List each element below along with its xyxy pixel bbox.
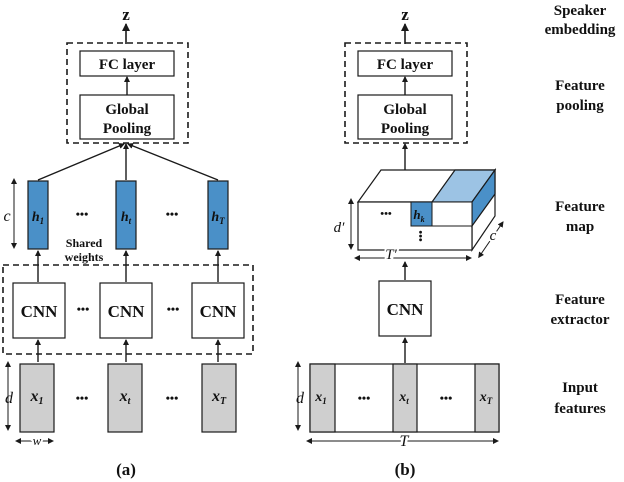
cnn-ellipsis-1: •••: [77, 302, 90, 316]
fc-layer-label-a: FC layer: [99, 57, 156, 73]
h-label-t: ht: [121, 210, 132, 226]
hk-label: hk: [413, 207, 424, 224]
h-label-1: h1: [32, 210, 44, 226]
x-input-t: [107, 363, 143, 433]
x-ellipsis-1: •••: [76, 391, 89, 405]
row-label-feature-pooling-2: pooling: [556, 98, 604, 114]
cnn-label-b: CNN: [387, 300, 425, 319]
global-pooling-box-b: [357, 94, 453, 140]
global-pooling-label-a-line2: Pooling: [103, 121, 152, 137]
h-label-T: hT: [211, 210, 225, 226]
feature-map-h-ellipsis: •••: [380, 208, 392, 220]
x-label-T: xT: [211, 388, 227, 407]
x-label-t: xt: [119, 388, 132, 407]
x-input-1: [19, 363, 55, 433]
x-ellipsis-2: •••: [166, 391, 179, 405]
fc-layer-box-b: [357, 50, 453, 77]
x-label-1: x1: [30, 388, 44, 407]
output-z-b: z: [401, 5, 409, 24]
cnn-label-1: CNN: [21, 302, 59, 321]
row-label-input-features-2: features: [554, 401, 606, 417]
x-label-b-t: xt: [398, 390, 409, 406]
arrow-h1-to-pool: [37, 143, 125, 181]
global-pooling-label-a-line1: Global: [105, 102, 148, 118]
h-vector-t: [115, 180, 137, 250]
dim-d-prime-label: d′: [334, 220, 346, 236]
feature-map-v-ellipsis: •••: [414, 230, 426, 242]
shared-weights-line1: Shared: [66, 236, 103, 250]
cnn-box-T: [191, 282, 245, 339]
x-label-b-1: x1: [314, 390, 327, 406]
input-ellipsis-b-2: •••: [440, 391, 453, 405]
cnn-ellipsis-2: •••: [167, 302, 180, 316]
row-label-input-features-1: Input: [562, 380, 598, 396]
dim-c-label-b: c: [490, 228, 497, 244]
fc-layer-box-a: [79, 50, 175, 77]
hk-column-front: [431, 201, 473, 227]
cnn-box-1: [12, 282, 66, 339]
global-pooling-label-b-line1: Global: [383, 102, 426, 118]
row-label-feature-extractor-2: extractor: [550, 312, 609, 328]
cnn-box-b: [378, 280, 432, 337]
row-label-speaker-embedding-1: Speaker: [554, 3, 607, 19]
row-label-feature-map-2: map: [566, 219, 594, 235]
x-input-b-1: [309, 363, 336, 433]
arrow-hT-to-pool: [127, 143, 219, 181]
x-input-T: [201, 363, 237, 433]
h-vector-1: [27, 180, 49, 250]
x-input-b-T: [474, 363, 500, 433]
global-pooling-label-b-line2: Pooling: [381, 121, 430, 137]
x-label-b-T: xT: [479, 390, 493, 406]
dim-w-label-a: w: [33, 433, 42, 448]
h-ellipsis-1: •••: [76, 207, 89, 221]
shared-weights-line2: weights: [65, 250, 104, 264]
cnn-label-t: CNN: [108, 302, 146, 321]
row-label-feature-pooling-1: Feature: [555, 78, 605, 94]
row-label-speaker-embedding-2: embedding: [545, 22, 616, 38]
x-input-b-t: [392, 363, 418, 433]
row-label-feature-extractor-1: Feature: [555, 292, 605, 308]
row-label-feature-map-1: Feature: [555, 199, 605, 215]
dim-t-label-b: T: [400, 433, 410, 450]
cnn-label-T: CNN: [200, 302, 238, 321]
dim-t-prime-label: T′: [385, 247, 397, 263]
h-ellipsis-2: •••: [166, 207, 179, 221]
row-labels: Speaker embedding Feature pooling Featur…: [545, 3, 616, 417]
hk-cell: [410, 201, 433, 227]
input-ellipsis-b-1: •••: [358, 391, 371, 405]
caption-a: (a): [116, 460, 136, 479]
dim-c-label-a: c: [3, 208, 10, 225]
panel-b: z FC layer Global Pooling hk ••• ••• d′ …: [295, 5, 504, 479]
caption-b: (b): [395, 460, 416, 479]
fc-layer-label-b: FC layer: [377, 57, 434, 73]
dim-d-label-a: d: [5, 390, 14, 407]
output-z-a: z: [122, 5, 130, 24]
cnn-container-a: [2, 264, 254, 355]
cnn-box-t: [99, 282, 153, 339]
dim-d-label-b: d: [296, 390, 305, 407]
h-vector-T: [207, 180, 229, 250]
global-pooling-box-a: [79, 94, 175, 140]
panel-a: z FC layer Global Pooling c h1 ht hT •••…: [2, 5, 254, 479]
dim-c-arrow-b: [478, 221, 504, 259]
